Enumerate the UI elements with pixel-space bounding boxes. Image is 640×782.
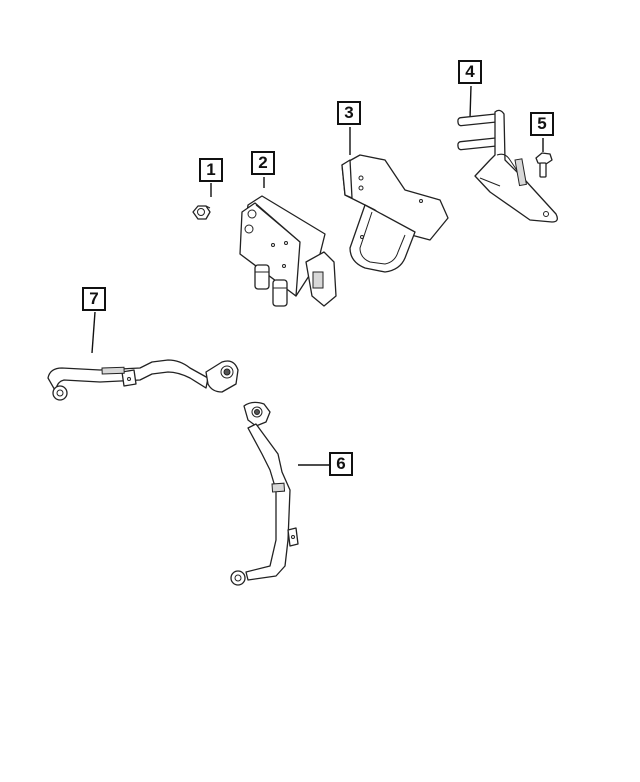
part-3-sensor-bracket-icon[interactable] [341, 154, 449, 273]
part-1-nut-icon[interactable] [192, 205, 211, 220]
part-5-bolt-icon[interactable] [535, 152, 553, 178]
callout-1[interactable]: 1 [199, 158, 223, 182]
part-2-pressure-sensor-icon[interactable] [239, 195, 337, 307]
part-4-mounting-bracket-icon[interactable] [457, 109, 558, 223]
callout-2[interactable]: 2 [251, 151, 275, 175]
callout-3[interactable]: 3 [337, 101, 361, 125]
callout-5[interactable]: 5 [530, 112, 554, 136]
callout-4[interactable]: 4 [458, 60, 482, 84]
callout-6[interactable]: 6 [329, 452, 353, 476]
part-7-sensor-tube-upper-icon[interactable] [47, 359, 239, 401]
callout-7[interactable]: 7 [82, 287, 106, 311]
part-6-sensor-tube-lower-icon[interactable] [230, 401, 299, 586]
leader-lines [91, 85, 544, 466]
